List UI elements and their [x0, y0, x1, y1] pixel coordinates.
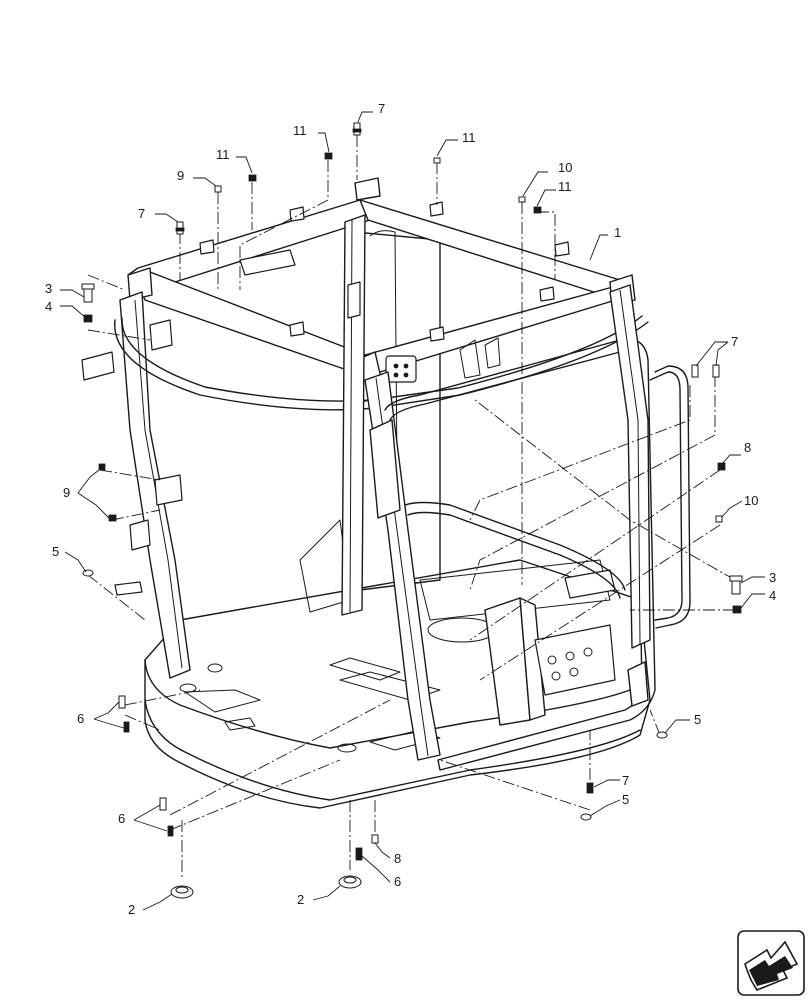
callout-6-left: 6 [77, 711, 84, 726]
nut-part-11-a [324, 152, 333, 160]
callout-labels: 1 2 2 3 3 4 4 5 5 5 6 6 6 7 7 7 7 8 8 9 … [45, 101, 776, 917]
washer-part-9-top [214, 185, 222, 193]
callout-4-right: 4 [769, 588, 776, 603]
callout-7-right: 7 [731, 334, 738, 349]
callout-4-left: 4 [45, 299, 52, 314]
nut-part-11-b [248, 174, 257, 182]
callout-11-a: 11 [293, 123, 307, 138]
bolt-part-3-left [81, 283, 95, 303]
washer-part-10-top [518, 196, 526, 203]
callout-6-bottom: 6 [118, 811, 125, 826]
callout-5-bottom: 5 [622, 792, 629, 807]
callout-9-top: 9 [177, 168, 184, 183]
callout-7-bottom: 7 [622, 773, 629, 788]
callout-2-center: 2 [297, 892, 304, 907]
washer-part-10-right [715, 515, 723, 523]
callout-2-left: 2 [128, 902, 135, 917]
stud-part-6-center [355, 847, 363, 861]
left-rear-post [81, 291, 191, 679]
front-post [364, 371, 441, 761]
callout-8-right: 8 [744, 440, 751, 455]
nut-part-4-right [732, 605, 742, 614]
bolt-part-7-right [691, 364, 720, 378]
nut-part-11-d [533, 206, 542, 214]
bolt-part-3-right [729, 575, 743, 595]
callout-7-top: 7 [378, 101, 385, 116]
grommet-part-2-center [338, 875, 362, 889]
callout-10-top: 10 [558, 160, 572, 175]
bolt-part-8-bottom [371, 834, 379, 844]
callout-7-left: 7 [138, 206, 145, 221]
right-front-post [609, 284, 651, 649]
callout-1: 1 [614, 225, 621, 240]
callout-11-d: 11 [558, 179, 572, 194]
bolt-part-7-left [175, 221, 185, 235]
bolt-part-7-top [352, 122, 362, 136]
callout-9-left: 9 [63, 485, 70, 500]
callout-11-b: 11 [462, 130, 476, 145]
next-page-arrow-icon[interactable] [737, 930, 805, 996]
console-bracket [484, 569, 616, 726]
callout-leaders [60, 111, 765, 911]
clip-part-5-right [580, 731, 668, 821]
callout-5-right: 5 [694, 712, 701, 727]
clip-part-5-left [82, 569, 94, 577]
grommet-part-2-left [170, 885, 194, 899]
callout-6-center: 6 [394, 874, 401, 889]
stud-part-6-bottom [159, 797, 174, 837]
nut-part-4-left [83, 314, 93, 323]
callout-10-right: 10 [744, 493, 758, 508]
nut-part-8-right [717, 462, 726, 471]
hardware-parts [81, 122, 743, 899]
callout-5-left: 5 [52, 544, 59, 559]
callout-3-right: 3 [769, 570, 776, 585]
assembly-lines [87, 135, 736, 880]
callout-11-c: 11 [216, 147, 230, 162]
washer-part-9-left [98, 463, 117, 522]
center-rear-post [341, 214, 366, 616]
callout-8-bottom: 8 [394, 851, 401, 866]
bolt-part-7-bottom [586, 782, 594, 794]
callout-3-left: 3 [45, 281, 52, 296]
nut-part-11-c [433, 157, 441, 164]
